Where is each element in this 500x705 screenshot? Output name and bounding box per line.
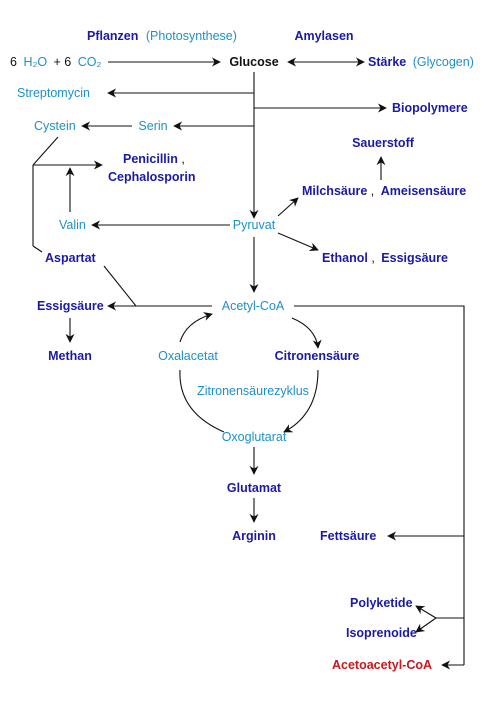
label-oxalacetat: Oxalacetat xyxy=(158,349,218,363)
label-h2o: H₂O xyxy=(23,55,47,69)
label-formula: 6 H₂O + 6 CO₂ xyxy=(10,55,102,69)
label-penicillin: Penicillin xyxy=(123,152,178,166)
label-sauerstoff: Sauerstoff xyxy=(352,136,415,150)
label-zyklus: Zitronensäurezyklus xyxy=(197,384,309,398)
arrow-pyruvat-milchsaeure xyxy=(277,197,299,217)
label-cephalosporin: Cephalosporin xyxy=(108,170,196,184)
label-ethanol-comma: , xyxy=(371,251,374,265)
label-acetoacetyl-coa: Acetoacetyl-CoA xyxy=(332,658,432,672)
label-isoprenoide: Isoprenoide xyxy=(346,626,417,640)
connectors xyxy=(32,57,465,670)
label-penicillin-row: Penicillin , xyxy=(123,152,185,166)
arrow-pyruvat-ethanol xyxy=(277,232,319,251)
line-acetylcoa-right-trunk xyxy=(294,305,465,665)
label-valin: Valin xyxy=(59,218,86,232)
arc-oxalacetat-acetylcoa xyxy=(179,312,213,343)
label-serin: Serin xyxy=(138,119,167,133)
label-glycogen: (Glycogen) xyxy=(413,55,474,69)
label-biopolymere: Biopolymere xyxy=(392,101,468,115)
label-staerke: Stärke xyxy=(368,55,406,69)
label-glucose: Glucose xyxy=(229,55,278,69)
label-co2: CO₂ xyxy=(78,55,102,69)
label-aspartat: Aspartat xyxy=(45,251,97,265)
label-photosynthese: (Photosynthese) xyxy=(146,29,237,43)
label-pflanzen: Pflanzen xyxy=(87,29,138,43)
label-ethanol-row: Ethanol , Essigsäure xyxy=(322,251,448,265)
label-ameisensaeure: Ameisensäure xyxy=(381,184,467,198)
label-cystein: Cystein xyxy=(34,119,76,133)
label-amylasen: Amylasen xyxy=(294,29,353,43)
arc-citronensaeure-oxoglutarat xyxy=(283,369,319,433)
label-formula-plus6: + 6 xyxy=(54,55,72,69)
line-cystein-diag xyxy=(32,136,59,166)
label-milchsaeure-row: Milchsäure , Ameisensäure xyxy=(302,184,466,198)
line-vertical-aspartat xyxy=(32,245,43,253)
label-ethanol: Ethanol xyxy=(322,251,368,265)
arrow-to-isoprenoide xyxy=(415,617,437,633)
label-fettsaeure: Fettsäure xyxy=(320,529,376,543)
label-milchsaeure: Milchsäure xyxy=(302,184,367,198)
label-penicillin-comma: , xyxy=(181,152,184,166)
label-acetyl-coa: Acetyl-CoA xyxy=(222,299,285,313)
label-essigsaeure-right: Essigsäure xyxy=(381,251,448,265)
labels: Pflanzen (Photosynthese) Amylasen 6 H₂O … xyxy=(10,29,474,672)
label-formula-6: 6 xyxy=(10,55,17,69)
arc-oxoglutarat-oxalacetat xyxy=(179,369,225,433)
arrow-to-polyketide xyxy=(415,605,437,619)
label-streptomycin: Streptomycin xyxy=(17,86,90,100)
label-pflanzen-row: Pflanzen (Photosynthese) xyxy=(87,29,237,43)
label-arginin: Arginin xyxy=(232,529,276,543)
label-citronensaeure: Citronensäure xyxy=(275,349,360,363)
label-milchsaeure-comma: , xyxy=(371,184,374,198)
line-aspartat-acetylcoa xyxy=(103,265,137,307)
label-polyketide: Polyketide xyxy=(350,596,413,610)
label-pyruvat: Pyruvat xyxy=(233,218,276,232)
label-glutamat: Glutamat xyxy=(227,481,282,495)
label-methan: Methan xyxy=(48,349,92,363)
label-staerke-row: Stärke (Glycogen) xyxy=(368,55,474,69)
label-essigsaeure-left: Essigsäure xyxy=(37,299,104,313)
label-oxoglutarat: Oxoglutarat xyxy=(222,430,287,444)
arc-acetylcoa-citronensaeure xyxy=(291,317,322,349)
